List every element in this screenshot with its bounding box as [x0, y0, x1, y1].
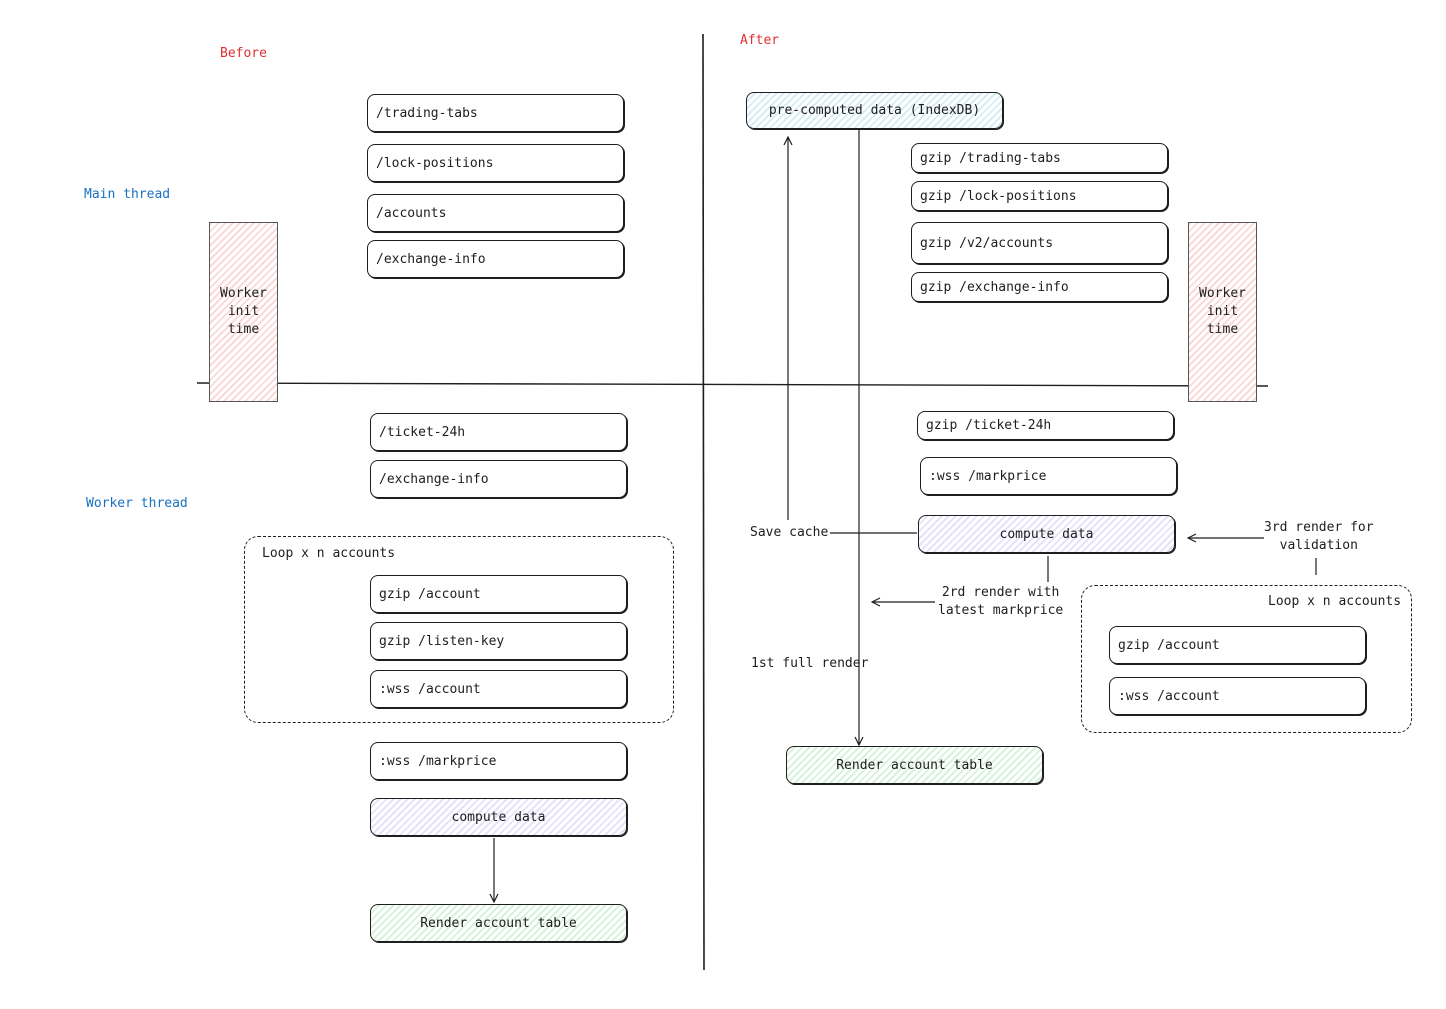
request-lock-positions: /lock-positions	[367, 144, 624, 182]
render-account-table-before: Render account table	[370, 904, 627, 942]
loop-accounts-group-after	[1081, 585, 1412, 733]
horizontal-divider	[196, 382, 1269, 387]
request-gzip-v2-accounts: gzip /v2/accounts	[911, 222, 1168, 264]
worker-init-time-after: Worker init time	[1188, 222, 1257, 402]
loop-label-before: Loop x n accounts	[262, 546, 396, 561]
third-render-label: 3rd render for validation	[1264, 520, 1374, 553]
request-wss-account: :wss /account	[370, 670, 627, 708]
request-exchange-info: /exchange-info	[367, 240, 624, 278]
request-gzip-trading-tabs: gzip /trading-tabs	[911, 143, 1168, 173]
request-exchange-info-worker: /exchange-info	[370, 460, 627, 498]
compute-data-before: compute data	[370, 798, 627, 836]
worker-thread-label: Worker thread	[86, 496, 188, 511]
vertical-divider	[702, 33, 705, 971]
loop-label-after: Loop x n accounts	[1268, 594, 1402, 609]
first-full-render-label: 1st full render	[751, 656, 869, 671]
request-trading-tabs: /trading-tabs	[367, 94, 624, 132]
request-gzip-ticket-24h: gzip /ticket-24h	[917, 411, 1174, 440]
worker-init-time-before: Worker init time	[209, 222, 278, 402]
before-title: Before	[220, 46, 267, 61]
second-render-label: 2rd render with latest markprice	[938, 585, 1064, 618]
request-gzip-account: gzip /account	[370, 575, 627, 613]
loop-accounts-group-before	[244, 536, 674, 723]
precomputed-data-indexdb: pre-computed data (IndexDB)	[746, 92, 1003, 129]
request-wss-markprice-after: :wss /markprice	[920, 457, 1177, 495]
after-title: After	[740, 33, 780, 48]
request-wss-markprice: :wss /markprice	[370, 742, 627, 780]
request-gzip-listen-key: gzip /listen-key	[370, 622, 627, 660]
render-account-table-after: Render account table	[786, 746, 1043, 784]
request-gzip-lock-positions: gzip /lock-positions	[911, 181, 1168, 211]
request-gzip-account-after: gzip /account	[1109, 626, 1366, 664]
request-gzip-exchange-info: gzip /exchange-info	[911, 272, 1168, 302]
save-cache-label: Save cache	[750, 525, 829, 540]
request-ticket-24h: /ticket-24h	[370, 413, 627, 451]
compute-data-after: compute data	[918, 515, 1175, 553]
request-wss-account-after: :wss /account	[1109, 677, 1366, 715]
request-accounts: /accounts	[367, 194, 624, 232]
main-thread-label: Main thread	[84, 187, 171, 202]
